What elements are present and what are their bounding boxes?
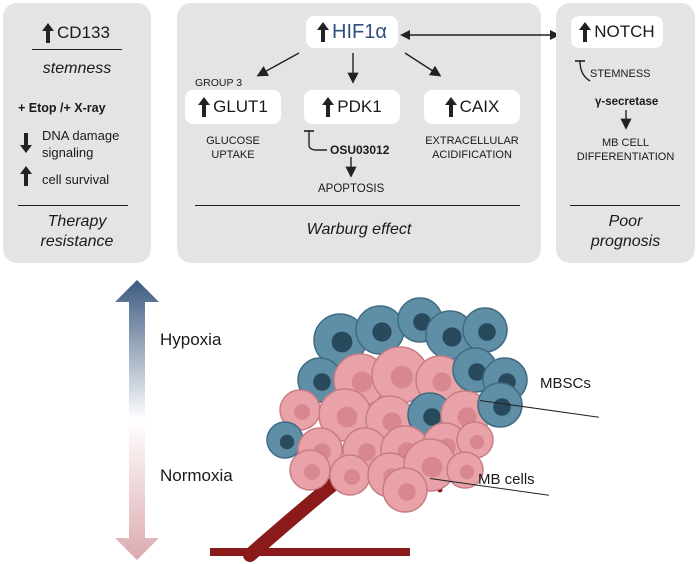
up-arrow-icon bbox=[444, 97, 457, 117]
extracellular-line1: EXTRACELLULAR bbox=[425, 135, 519, 147]
cell-nucleus bbox=[398, 483, 416, 501]
cell-nucleus bbox=[442, 327, 462, 347]
osu03012-label: OSU03012 bbox=[330, 143, 390, 157]
up-arrow-icon bbox=[42, 23, 55, 43]
poor-prognosis-line2: prognosis bbox=[590, 233, 661, 250]
notch-label: NOTCH bbox=[594, 22, 655, 41]
cell-nucleus bbox=[478, 323, 496, 341]
cell-nucleus bbox=[468, 363, 486, 381]
mb-cell-differentiation-label: MB CELL DIFFERENTIATION bbox=[556, 136, 695, 164]
glucose-uptake-line2: UPTAKE bbox=[211, 149, 255, 161]
up-arrow-icon bbox=[198, 97, 211, 117]
up-arrow-icon bbox=[317, 22, 330, 42]
normoxia-label: Normoxia bbox=[160, 466, 233, 485]
glucose-uptake-line1: GLUCOSE bbox=[206, 135, 260, 147]
cell-nucleus bbox=[279, 434, 295, 450]
cell-nucleus bbox=[313, 373, 331, 391]
hypoxia-normoxia-gradient-arrow bbox=[115, 280, 159, 560]
up-arrow-icon bbox=[579, 22, 592, 42]
caix-label: CAIX bbox=[459, 97, 500, 116]
extracellular-acidification-label: EXTRACELLULAR ACIDIFICATION bbox=[417, 134, 527, 162]
therapy-resistance-title: Therapy resistance bbox=[3, 212, 151, 252]
pdk1-box: PDK1 bbox=[304, 90, 400, 124]
extracellular-line2: ACIDIFICATION bbox=[432, 149, 512, 161]
hypoxia-label: Hypoxia bbox=[160, 330, 222, 349]
up-arrow-icon bbox=[322, 97, 335, 117]
glut1-box: GLUT1 bbox=[185, 90, 281, 124]
hif1a-box: HIF1α bbox=[306, 16, 398, 48]
pdk1-label: PDK1 bbox=[337, 97, 382, 116]
cell-nucleus bbox=[421, 456, 443, 478]
cell-nucleus bbox=[351, 371, 373, 393]
group3-label: GROUP 3 bbox=[195, 77, 243, 89]
hif-arrows bbox=[256, 52, 442, 178]
stemness-label: stemness bbox=[42, 60, 112, 77]
cell-nucleus bbox=[294, 404, 310, 420]
cell-nucleus bbox=[336, 406, 358, 428]
divider-line bbox=[195, 205, 520, 206]
cell-nucleus bbox=[459, 464, 475, 480]
mb-cells-label: MB cells bbox=[478, 471, 535, 488]
mb-cell-diff-line2: DIFFERENTIATION bbox=[576, 151, 675, 163]
hif1a-label: HIF1α bbox=[332, 20, 387, 43]
divider-line bbox=[570, 205, 680, 206]
down-arrow-icon bbox=[20, 133, 32, 153]
cell-nucleus bbox=[344, 469, 360, 485]
therapy-resistance-line1: Therapy bbox=[47, 213, 107, 230]
hif-notch-double-arrow bbox=[400, 30, 560, 40]
mb-cell-diff-line1: MB CELL bbox=[601, 137, 650, 149]
cell-nucleus bbox=[493, 398, 511, 416]
cell-nucleus bbox=[390, 365, 414, 389]
dna-damage-line1: DNA damage bbox=[42, 128, 120, 143]
notch-arrows bbox=[575, 60, 632, 130]
dna-damage-line2: signaling bbox=[42, 145, 94, 160]
caix-box: CAIX bbox=[424, 90, 520, 124]
cell-survival-label: cell survival bbox=[42, 172, 110, 187]
cell-nucleus bbox=[423, 408, 441, 426]
cell-nucleus bbox=[372, 322, 392, 342]
divider-line bbox=[18, 205, 128, 206]
notch-box: NOTCH bbox=[571, 16, 663, 48]
tumor-illustration bbox=[210, 297, 528, 562]
notch-stemness-label: STEMNESS bbox=[590, 68, 651, 80]
treatment-label: + Etop /+ X-ray bbox=[18, 101, 106, 115]
poor-prognosis-line1: Poor bbox=[608, 213, 643, 230]
cd133-label: CD133 bbox=[57, 23, 110, 42]
cell-nucleus bbox=[469, 434, 485, 450]
poor-prognosis-title: Poor prognosis bbox=[556, 212, 695, 252]
cell-nucleus bbox=[358, 443, 376, 461]
dna-damage-label: DNA damage signaling bbox=[42, 127, 142, 161]
cell-nucleus bbox=[331, 331, 353, 353]
up-arrow-icon bbox=[20, 166, 32, 186]
cell-nucleus bbox=[304, 464, 320, 480]
glut1-label: GLUT1 bbox=[213, 97, 268, 116]
cell-nucleus bbox=[432, 372, 452, 392]
glucose-uptake-label: GLUCOSE UPTAKE bbox=[185, 134, 281, 162]
mbscs-label: MBSCs bbox=[540, 375, 591, 392]
warburg-effect-title: Warburg effect bbox=[306, 221, 412, 238]
gamma-secretase-label: γ-secretase bbox=[595, 96, 659, 108]
divider-line bbox=[32, 49, 122, 50]
therapy-resistance-line2: resistance bbox=[40, 233, 114, 250]
cd133-box: CD133 bbox=[22, 18, 130, 48]
apoptosis-label: APOPTOSIS bbox=[318, 183, 385, 195]
cell-nucleus bbox=[413, 313, 431, 331]
